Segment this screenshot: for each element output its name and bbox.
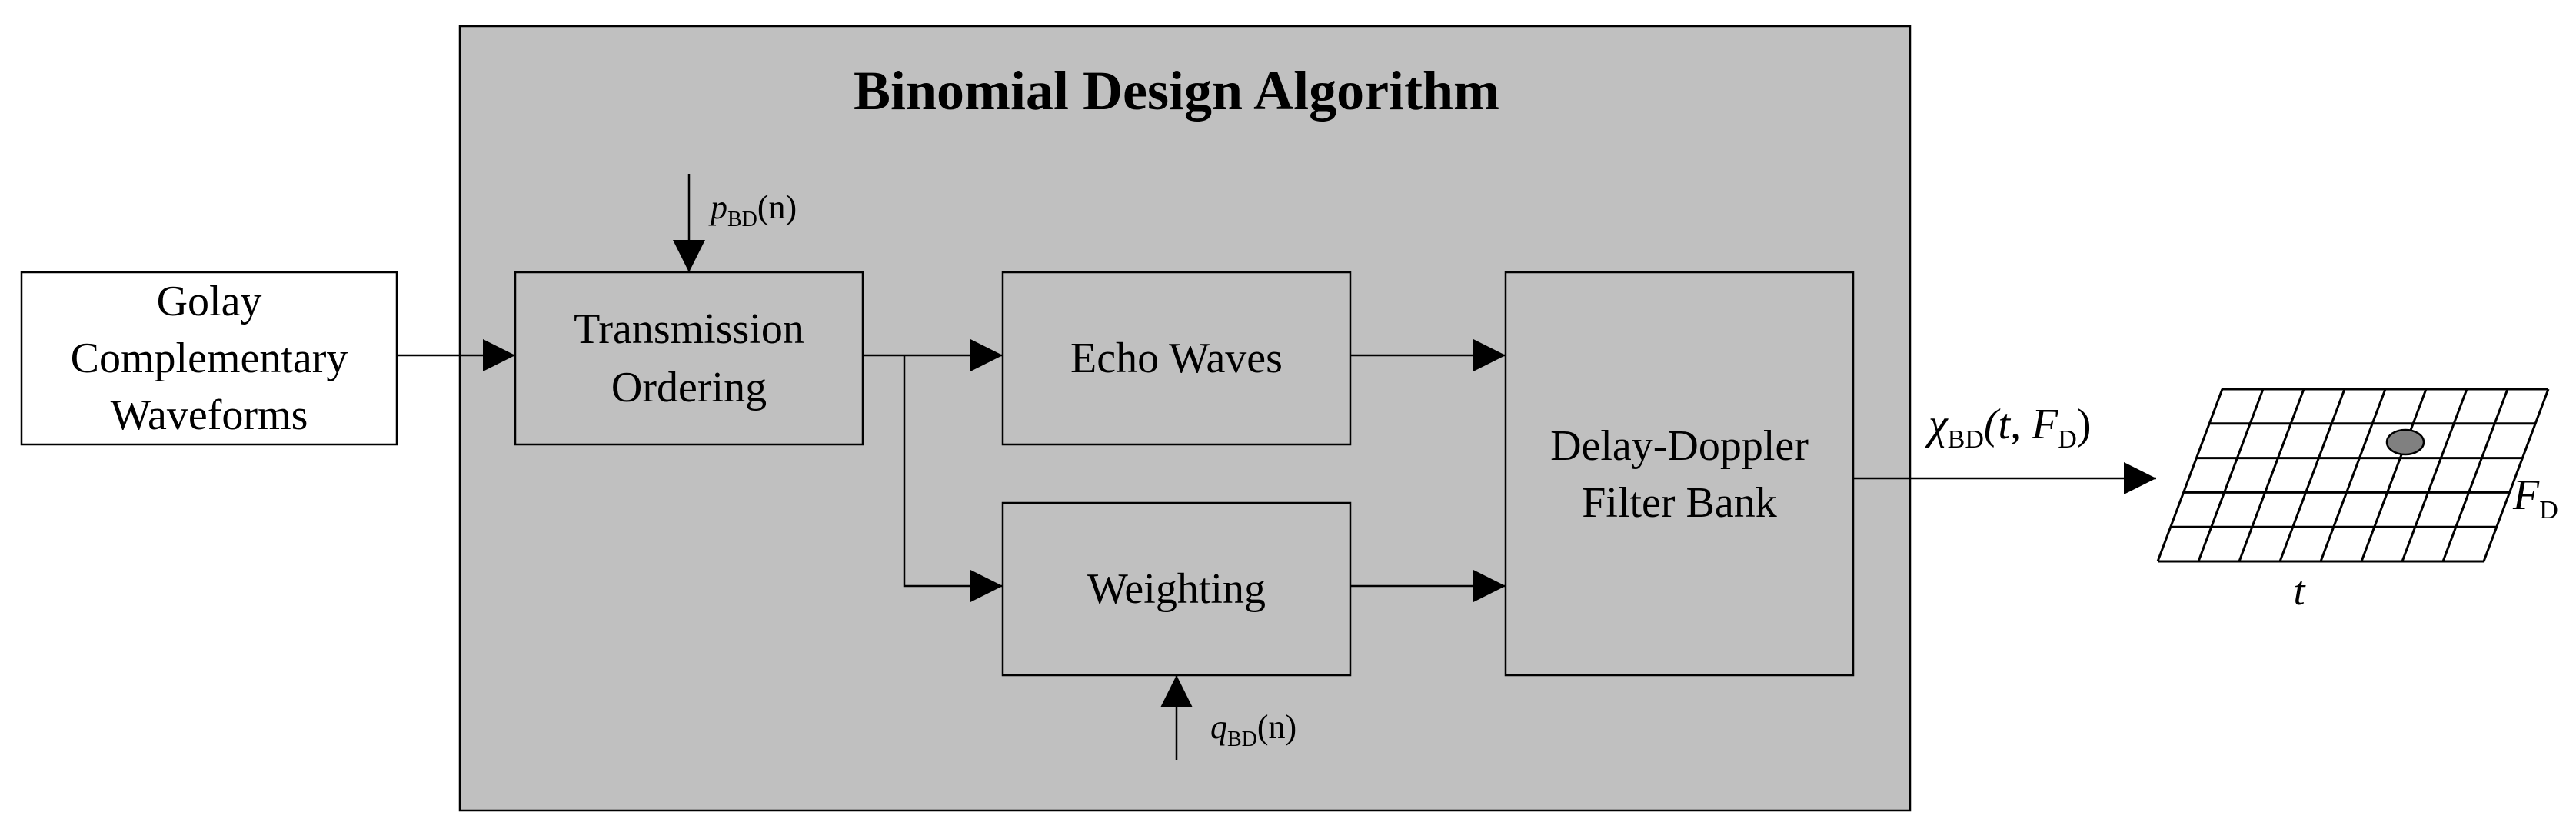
grid-column-line	[2482, 388, 2550, 562]
grid-column-line	[2156, 388, 2224, 562]
golay-line-3: Waveforms	[111, 391, 308, 439]
ambiguity-grid	[2156, 388, 2550, 563]
golay-line-2: Complementary	[71, 335, 348, 382]
echo-waves-block[interactable]: Echo Waves	[1001, 271, 1352, 446]
panel-title: Binomial Design Algorithm	[854, 60, 1499, 122]
grid-column-line	[2238, 388, 2305, 562]
arrow-to-weighting	[903, 355, 1003, 602]
grid-t-axis-label: t	[2293, 568, 2306, 614]
grid-column-line	[2197, 388, 2265, 562]
delay-doppler-filter-bank-block[interactable]: Delay-Doppler Filter Bank	[1504, 271, 1855, 677]
echo-waves-label: Echo Waves	[1070, 335, 1283, 382]
target-blob	[2385, 428, 2425, 456]
grid-column-line	[2401, 388, 2468, 562]
q-bd-label: qBD(n)	[1210, 708, 1296, 751]
transmission-line-1: Transmission	[574, 305, 804, 353]
grid-fd-axis-label: FD	[2512, 471, 2558, 524]
grid-column-line	[2278, 388, 2346, 562]
filter-bank-line-2: Filter Bank	[1582, 479, 1777, 527]
transmission-line-2: Ordering	[611, 364, 767, 411]
grid-column-line	[2441, 388, 2509, 562]
weighting-block[interactable]: Weighting	[1001, 501, 1352, 677]
grid-column-line	[2319, 388, 2387, 562]
golay-line-1: Golay	[157, 278, 262, 325]
golay-waveforms-block[interactable]: Golay Complementary Waveforms	[20, 271, 398, 446]
transmission-ordering-block[interactable]: Transmission Ordering	[514, 271, 864, 446]
p-bd-label: pBD(n)	[708, 188, 797, 231]
grid-column-line	[2360, 388, 2428, 562]
filter-bank-line-1: Delay-Doppler	[1550, 422, 1809, 470]
weighting-label: Weighting	[1087, 565, 1266, 613]
chi-bd-output-label: χBD(t, FD)	[1925, 401, 2092, 454]
